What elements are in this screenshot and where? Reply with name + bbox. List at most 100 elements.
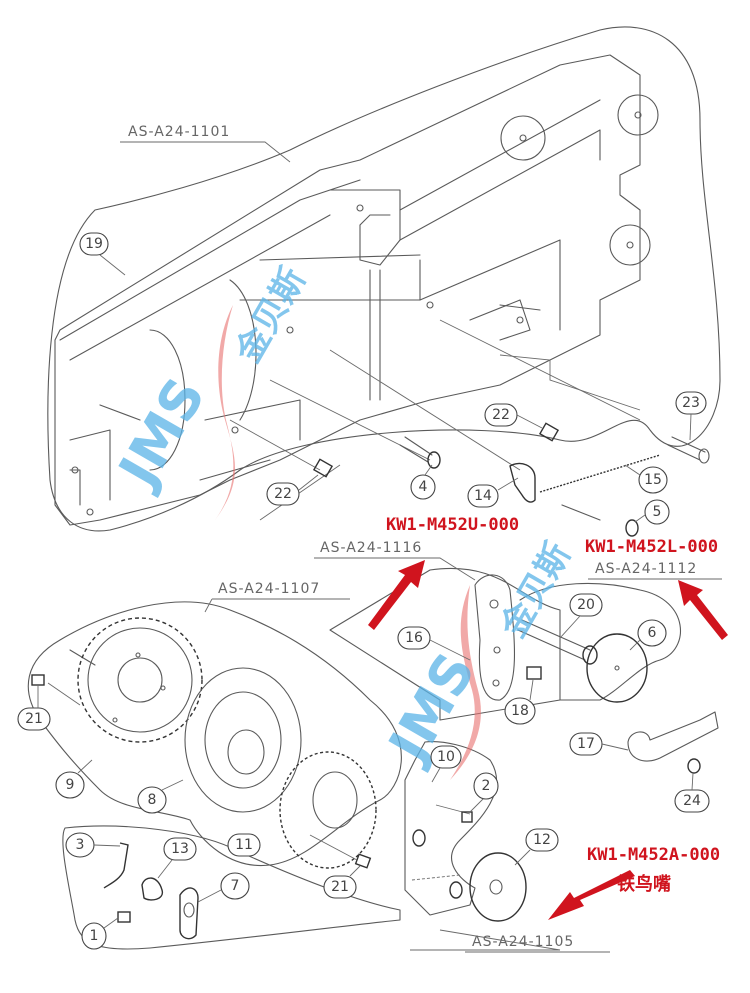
callout-number: 8 [148,792,157,808]
assembly-id: AS-A24-1112 [595,561,697,577]
callout-number: 9 [66,777,75,793]
callout-24: 24 [674,772,710,813]
assembly-label-1112: AS-A24-1112 [588,561,722,580]
assembly-label-1105: AS-A24-1105 [465,934,610,953]
callout-shape [163,837,197,861]
callout-shape [93,844,121,847]
callout-shape [469,798,484,813]
assembly-label-1107: AS-A24-1107 [204,581,350,613]
part-7-bracket [179,887,199,940]
callout-number: 1 [90,928,99,944]
part-14-lever [509,462,536,503]
part-13-spring [141,877,164,901]
callout-22a: 22 [484,403,543,429]
callout-shape [424,464,433,476]
callout-number: 22 [492,407,510,423]
callout-shape [323,875,357,899]
part-23-pin [667,436,710,464]
callout-6: 6 [629,619,667,651]
part-4-pin [399,436,441,469]
watermark-subtext-lower: 金贝斯 [493,536,579,645]
callout-14: 14 [467,477,519,508]
callout-12: 12 [514,828,559,866]
part-5-screw [561,504,639,537]
callout-15: 15 [624,464,668,494]
callout-shape [467,484,499,508]
part-2-pin [461,811,473,823]
callout-shape [629,639,641,651]
callout-22b: 22 [266,474,319,506]
callout-shape [429,639,471,661]
callout-number: 21 [25,711,43,727]
callout-number: 5 [653,504,662,520]
annotation-text: KW1-M452U-000 [386,515,519,535]
callout-23: 23 [675,391,707,441]
callout-shape [473,772,499,800]
callout-9: 9 [55,759,93,799]
callout-shape [601,743,629,751]
part-21-screw-b [309,834,372,869]
assembly-label-1116: AS-A24-1116 [314,540,476,581]
callout-shape [157,859,173,879]
red-arrow-icon [548,870,635,920]
annotation-text: KW1-M452A-000 [587,845,720,865]
callout-shape [529,679,534,701]
callout-7: 7 [197,872,250,903]
callout-shape [689,413,692,441]
callout-shape [103,917,119,929]
callout-shape [161,779,184,791]
callout-number: 10 [437,749,455,765]
part-16-arm [474,574,515,701]
callout-17: 17 [569,732,629,756]
callout-18: 18 [504,679,536,725]
callout-number: 15 [644,472,662,488]
callout-number: 3 [76,837,85,853]
callout-shape [691,772,694,791]
callout-number: 11 [235,837,253,853]
assembly-id: AS-A24-1116 [320,540,422,556]
callout-8: 8 [137,779,184,814]
spring-subassembly-outline [62,825,401,950]
annotation-subtext: 铁鸟嘴 [617,873,671,895]
red-arrow-icon [678,580,728,640]
callout-shape [430,745,462,769]
callout-number: 4 [419,479,428,495]
callout-number: 23 [682,395,700,411]
callout-shape [55,771,85,799]
part-8-disc [184,667,302,813]
callout-number: 22 [274,486,292,502]
callout-20: 20 [559,593,603,639]
callout-11: 11 [227,833,261,857]
part-18-screw [526,666,542,680]
callout-shape [220,872,250,900]
part-21-screw-a [31,674,81,706]
red-arrow-icon [368,560,425,630]
callout-13: 13 [157,837,197,879]
callout-shape [634,514,646,523]
callout-number: 17 [577,736,595,752]
callout-shape [525,828,559,852]
callout-5: 5 [634,499,670,525]
callout-shape [637,619,667,647]
callout-shape [397,626,431,650]
callout-number: 24 [683,793,701,809]
callout-shape [77,759,93,774]
callout-shape [227,833,261,857]
callout-number: 6 [648,625,657,641]
assembly-label-1101: AS-A24-1101 [120,124,291,163]
callout-number: 2 [482,778,491,794]
callout-shape [266,482,300,506]
part-1-screw [117,911,131,923]
callout-number: 12 [533,832,551,848]
assembly-id: AS-A24-1105 [472,934,574,950]
callout-shape [197,889,222,903]
callout-shape [17,707,51,731]
part-24-clip [687,758,701,774]
callout-21b: 21 [323,865,361,899]
part-22-setscrew-lower [312,458,334,478]
callout-shape [644,499,670,525]
callout-number: 13 [171,841,189,857]
callout-shape [81,922,107,950]
part-20-shaft [517,619,598,665]
